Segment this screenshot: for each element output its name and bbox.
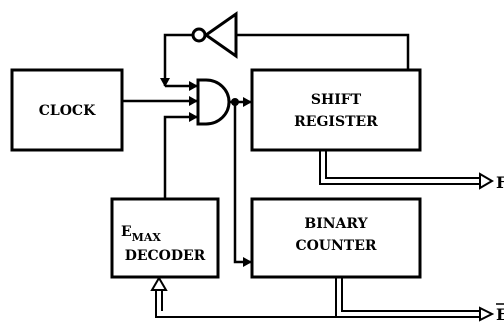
and-gate-icon bbox=[196, 78, 231, 126]
counter-output-label: E bbox=[496, 305, 504, 324]
emax-e: E bbox=[121, 224, 132, 240]
emax-decoder-block: EMAX DECODER bbox=[110, 197, 220, 279]
shift-output-bus bbox=[319, 150, 494, 190]
shift-output-label: F bbox=[496, 173, 504, 192]
emax-decoder-label-line2: DECODER bbox=[125, 248, 206, 264]
emax-decoder-label-line1: EMAX bbox=[121, 224, 161, 244]
shift-register-label-line2: REGISTER bbox=[294, 114, 378, 130]
shift-register-block: SHIFT REGISTER bbox=[250, 68, 422, 152]
gate-output-wire bbox=[229, 97, 252, 267]
emax-subscript: MAX bbox=[132, 231, 162, 244]
clock-block: CLOCK bbox=[10, 68, 124, 152]
counter-output-bus bbox=[150, 276, 495, 322]
decoder-to-gate-wire bbox=[163, 112, 198, 199]
shift-register-label-line1: SHIFT bbox=[311, 92, 362, 108]
binary-counter-label-line1: BINARY bbox=[304, 216, 368, 232]
binary-counter-label-line2: COUNTER bbox=[295, 238, 376, 254]
inverter-icon bbox=[191, 11, 238, 59]
clock-label: CLOCK bbox=[39, 103, 96, 119]
binary-counter-block: BINARY COUNTER bbox=[250, 197, 422, 279]
junction-dot bbox=[231, 98, 239, 106]
feedback-wire bbox=[160, 33, 410, 91]
